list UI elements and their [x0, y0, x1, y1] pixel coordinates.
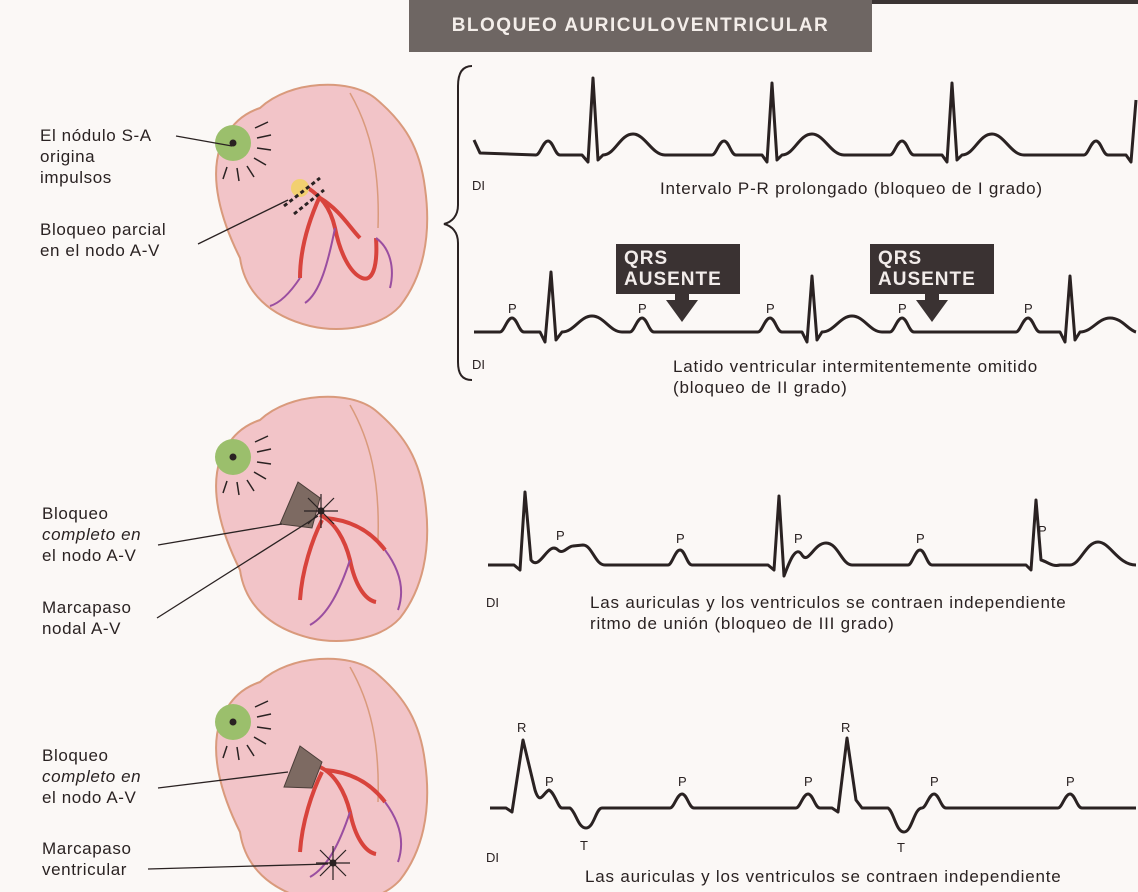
wave-label-p: P — [766, 301, 775, 316]
wave-label-p: P — [638, 301, 647, 316]
wave-label-p: P — [678, 774, 687, 789]
ecg-trace-1 — [472, 76, 1138, 164]
wave-label-p: P — [916, 531, 925, 546]
down-arrow-icon — [916, 300, 948, 322]
strip-2-wave-labels: P P P P P — [508, 301, 1033, 316]
heart-diagram-1 — [215, 83, 429, 330]
qrs-absent-arrow-stem-1 — [675, 294, 689, 300]
ecg-trace-3 — [488, 490, 1137, 578]
purkinje-fibers — [309, 549, 403, 626]
label-partial-block: Bloqueo parcial en el nodo A-V — [40, 220, 167, 260]
wave-label-p: P — [1038, 523, 1047, 538]
ecg-trace-2 — [474, 270, 1137, 344]
wave-label-p: P — [1024, 301, 1033, 316]
wave-label-p: P — [794, 531, 803, 546]
av-node — [291, 179, 309, 197]
lead-label: DI — [472, 178, 485, 193]
caption-second-degree: Latido ventricular intermitentemente omi… — [673, 357, 1038, 397]
wave-label-p: P — [898, 301, 907, 316]
leader-lines — [147, 135, 329, 870]
av-block-patch — [283, 745, 323, 789]
wave-label-p: P — [930, 774, 939, 789]
heart-diagram-3 — [215, 657, 429, 892]
heart-diagram-2 — [215, 395, 429, 642]
label-nodal-pacemaker: Marcapaso nodal A-V — [42, 598, 132, 638]
wave-label-t: T — [580, 838, 588, 853]
label-ventricular-pacemaker: Marcapaso ventricular — [42, 839, 132, 879]
wave-label-t: T — [897, 840, 905, 855]
av-pathway — [298, 186, 379, 281]
qrs-absent-callout-1: QRS AUSENTE — [616, 244, 740, 294]
wave-label-p: P — [1066, 774, 1075, 789]
ecg-trace-4 — [490, 736, 1136, 834]
purkinje-fibers — [269, 227, 393, 307]
strip-4-wave-labels: R P T P P R P T P — [517, 720, 1075, 855]
wave-label-p: P — [508, 301, 517, 316]
caption-ventricular-rhythm: Las auriculas y los ventriculos se contr… — [585, 867, 1062, 886]
lead-label: DI — [472, 357, 485, 372]
page-title: BLOQUEO AURICULOVENTRICULAR — [409, 0, 872, 52]
bracket — [443, 65, 473, 381]
wave-label-p: P — [804, 774, 813, 789]
wave-label-r: R — [841, 720, 850, 735]
top-rule — [872, 0, 1138, 4]
wave-label-p: P — [556, 528, 565, 543]
label-complete-block-1: Bloqueo completo en el nodo A-V — [42, 504, 142, 565]
wave-label-p: P — [676, 531, 685, 546]
strip-3-wave-labels: P P P P P — [556, 523, 1047, 546]
wave-label-r: R — [517, 720, 526, 735]
lead-label: DI — [486, 595, 499, 610]
ventricular-pacemaker — [316, 846, 350, 880]
label-complete-block-2: Bloqueo completo en el nodo A-V — [42, 746, 142, 807]
qrs-absent-arrow-stem-2 — [925, 294, 939, 300]
caption-first-degree: Intervalo P-R prolongado (bloqueo de I g… — [660, 179, 1043, 198]
qrs-absent-callout-2: QRS AUSENTE — [870, 244, 994, 294]
heart-outline — [215, 395, 429, 642]
down-arrow-icon — [666, 300, 698, 322]
lead-label: DI — [486, 850, 499, 865]
wave-label-p: P — [545, 774, 554, 789]
caption-third-degree: Las auriculas y los ventriculos se contr… — [590, 593, 1067, 633]
label-sa-node: El nódulo S-A origina impulsos — [40, 126, 152, 187]
